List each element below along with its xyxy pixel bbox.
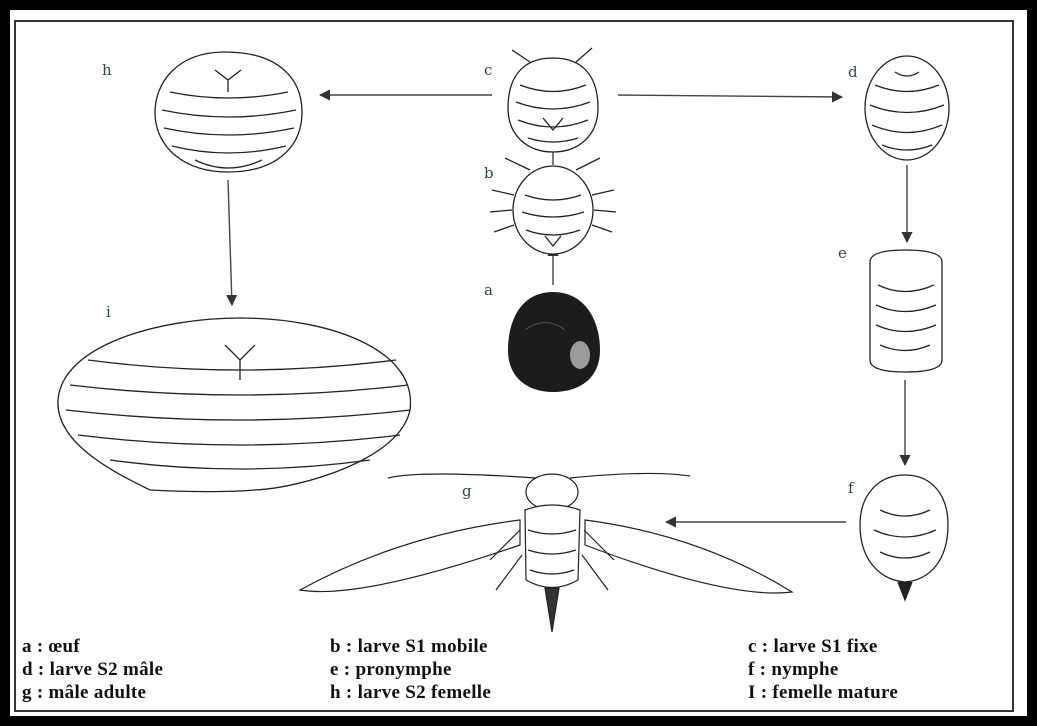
- arrow-c-to-d: [618, 95, 842, 97]
- legend-f: f : nymphe: [748, 659, 839, 681]
- larva-s1-mobile-illustration: [490, 158, 616, 254]
- stage-label-d: d: [848, 63, 858, 81]
- legend-c: c : larve S1 fixe: [748, 636, 878, 658]
- legend-h: h : larve S2 femelle: [330, 682, 491, 704]
- stage-label-h: h: [102, 61, 112, 79]
- legend-i: I : femelle mature: [748, 682, 898, 704]
- stage-label-f: f: [848, 479, 855, 497]
- larva-s1-fixed-illustration: [508, 48, 598, 152]
- pronymph-illustration: [870, 250, 942, 372]
- legend-e: e : pronymphe: [330, 659, 452, 681]
- legend-d: d : larve S2 mâle: [22, 659, 163, 681]
- stage-label-a: a: [484, 281, 493, 299]
- legend-b: b : larve S1 mobile: [330, 636, 488, 658]
- larva-s2-female-illustration: [155, 52, 302, 172]
- stage-label-i: i: [106, 303, 111, 321]
- legend-g: g : mâle adulte: [22, 682, 146, 704]
- stage-label-b: b: [484, 164, 494, 182]
- stage-label-g: g: [462, 482, 472, 500]
- nymph-illustration: [860, 475, 948, 600]
- female-mature-illustration: [58, 318, 411, 492]
- arrow-h-to-i: [228, 180, 232, 305]
- egg-illustration: [508, 292, 600, 392]
- stage-label-c: c: [484, 61, 492, 79]
- stage-label-e: e: [838, 244, 847, 262]
- legend-a: a : œuf: [22, 636, 80, 658]
- larva-s2-male-illustration: [865, 56, 949, 160]
- male-adult-illustration: [300, 473, 792, 632]
